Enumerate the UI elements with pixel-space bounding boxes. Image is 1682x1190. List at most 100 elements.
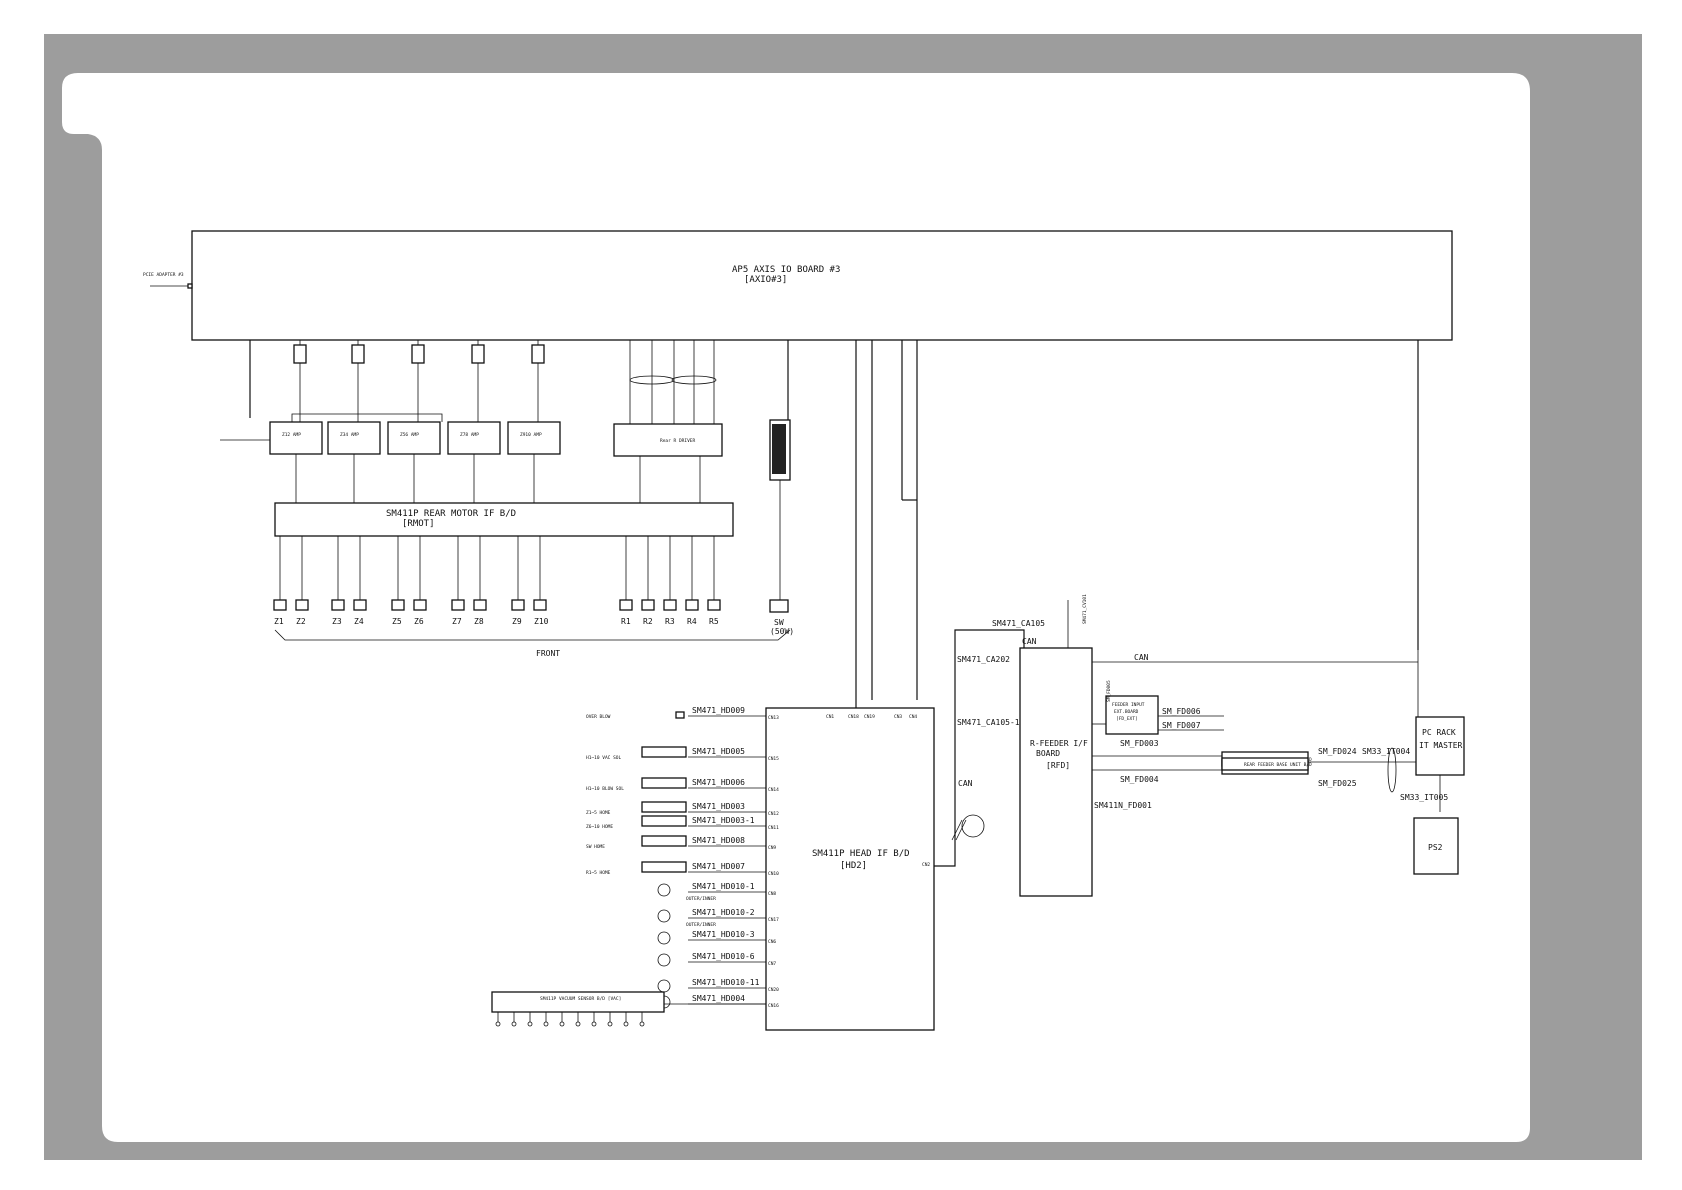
head-if-board: SM411P HEAD IF B/D [HD2] CN2 [765, 707, 935, 1031]
rfd-sub: [RFD] [1046, 761, 1070, 770]
motor-label: Z4 [354, 617, 364, 626]
vac-sensor-symbol [591, 1021, 597, 1027]
can-label-left: CAN [958, 779, 973, 788]
head-row-component [641, 861, 687, 873]
sensor-symbol [657, 931, 671, 945]
axis-board-sub: [AXIO#3] [744, 275, 787, 285]
vacuum-sensor-label: SM411P VACUUM SENSOR B/D [VAC] [540, 996, 621, 1002]
motor-symbol [707, 599, 721, 611]
head-row-device: Z6~10 HOME [586, 824, 613, 830]
head-cn2: CN2 [922, 862, 930, 868]
head-top-cn: CN4 [909, 714, 917, 720]
can-wiring: SM471_CA105 SM471_CA202 SM471_CA105-1 CA… [934, 619, 1045, 867]
amp-connector [411, 344, 425, 364]
sw-motor-sub: (50W) [770, 627, 794, 636]
motor-symbol [413, 599, 427, 611]
head-row-cable: SM471_HD008 [692, 836, 745, 845]
rmot-sub: [RMOT] [402, 519, 435, 529]
head-row-cn: CN13 [768, 715, 779, 721]
motor-label: Z3 [332, 617, 342, 626]
motor-symbol [619, 599, 633, 611]
rmot-title: SM411P REAR MOTOR IF B/D [386, 509, 516, 519]
motor-label: R5 [709, 617, 719, 626]
fd005-label: SM_FD005 [1106, 680, 1112, 702]
motor-symbol [533, 599, 547, 611]
fd007-label: SM_FD007 [1162, 721, 1201, 730]
fd024-label: SM_FD024 [1318, 747, 1357, 756]
sensor-symbol [657, 883, 671, 897]
head-row-cn: CN16 [768, 1003, 779, 1009]
amp-box [269, 421, 323, 455]
head-row-cn: CN9 [768, 845, 776, 851]
axis-connector-drops [249, 340, 1419, 710]
head-row-cable: SM471_HD010-2 [692, 908, 755, 917]
motor-label: Z1 [274, 617, 284, 626]
motor-label: Z10 [534, 617, 549, 626]
motor-label: Z9 [512, 617, 522, 626]
sw-motor-symbol [769, 599, 789, 613]
feeder-input-1: FEEDER INPUT [1112, 702, 1145, 708]
motor-label: Z8 [474, 617, 484, 626]
motor-symbol [511, 599, 525, 611]
fd025-label: SM_FD025 [1318, 779, 1357, 788]
front-label: FRONT [536, 649, 560, 658]
motor-symbol [295, 599, 309, 611]
vac-sensor-symbol [575, 1021, 581, 1027]
motor-symbol [663, 599, 677, 611]
amp-bus [291, 413, 443, 422]
vac-sensor-symbol [543, 1021, 549, 1027]
vacuum-sensor-board: SM411P VACUUM SENSOR B/D [VAC] [491, 991, 766, 1013]
head-row-device: OUTER/INNER [686, 896, 716, 902]
head-row-component [641, 815, 687, 827]
head-row-device: H1~10 VAC SOL [586, 755, 622, 761]
head-row-cn: CN14 [768, 787, 779, 793]
head-row-cable: SM471_HD003-1 [692, 816, 755, 825]
head-row-cable: SM471_HD006 [692, 778, 745, 787]
fd003-label: SM_FD003 [1120, 739, 1159, 748]
head-row-device: SW HOME [586, 844, 605, 850]
head-row-component [641, 801, 687, 813]
head-row-cn: CN15 [768, 756, 779, 762]
sw-motor-label: SW [774, 618, 784, 627]
head-row-cable: SM471_HD010-11 [692, 978, 760, 987]
pc-rack: PC RACK IT MASTER SM33_IT005 PS2 [1400, 650, 1465, 875]
sensor-symbol [657, 909, 671, 923]
r-feeder-board: R-FEEDER I/F BOARD [RFD] CAN SM471_CV101… [1019, 594, 1418, 897]
can-label-top: CAN [1022, 637, 1037, 646]
fd004-label: SM_FD004 [1120, 775, 1159, 784]
motor-symbol [473, 599, 487, 611]
cv101-label: SM471_CV101 [1082, 594, 1088, 624]
head-row-cable: SM471_HD010-6 [692, 952, 755, 961]
head-title: SM411P HEAD IF B/D [812, 849, 910, 859]
motor-label: Z7 [452, 617, 462, 626]
rear-driver-label: Rear R DRIVER [660, 438, 696, 444]
amp-connector [293, 344, 307, 364]
motor-label: R3 [665, 617, 675, 626]
head-row-cn: CN12 [768, 811, 779, 817]
vac-sensor-symbol [511, 1021, 517, 1027]
rear-motor-if-board: SM411P REAR MOTOR IF B/D [RMOT] [274, 502, 734, 537]
ca105-1-label: SM471_CA105-1 [957, 718, 1020, 727]
front-bracket: FRONT [274, 629, 791, 658]
head-row-cable: SM471_HD009 [692, 706, 745, 715]
pcrack-1: PC RACK [1422, 728, 1456, 737]
vac-sensor-symbol [527, 1021, 533, 1027]
feeder-base-units: REAR FEEDER BASE UNIT B/D REAR FEEDER BA… [1092, 739, 1416, 810]
head-row-cable: SM471_HD003 [692, 802, 745, 811]
amp-connector [531, 344, 545, 364]
motor-symbol [685, 599, 699, 611]
rfd-title: R-FEEDER I/F [1030, 739, 1088, 748]
vac-sensor-symbol [623, 1021, 629, 1027]
head-top-cn: CN1 [826, 714, 834, 720]
motor-symbol [353, 599, 367, 611]
motor-symbol [331, 599, 345, 611]
head-row-cn: CN11 [768, 825, 779, 831]
amp-box [327, 421, 381, 455]
pcie-adapter-label: PCIE ADAPTER #3 [143, 272, 184, 278]
head-row-cn: CN8 [768, 891, 776, 897]
motor-symbol [273, 599, 287, 611]
